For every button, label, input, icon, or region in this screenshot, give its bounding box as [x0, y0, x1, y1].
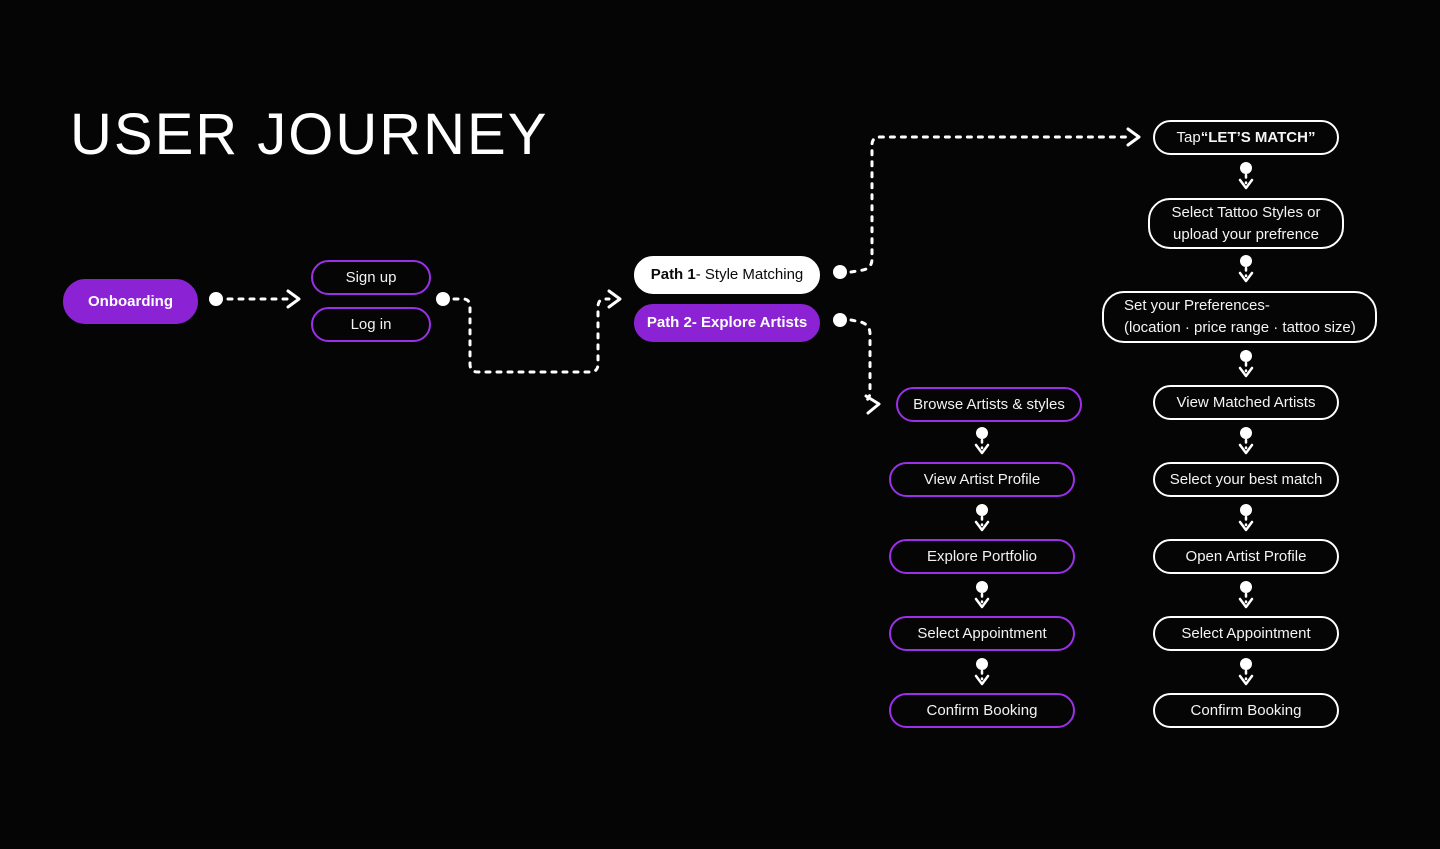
node-select-tattoo-styles-line2: upload your prefrence	[1173, 225, 1319, 243]
node-confirm-booking-p1[interactable]: Confirm Booking	[1153, 693, 1339, 728]
connector-dot-p1-2	[1240, 255, 1252, 267]
connector-dot-p1-7	[1240, 658, 1252, 670]
connector-auth-to-paths	[452, 297, 611, 374]
node-tap-strong: “LET’S MATCH”	[1200, 128, 1316, 146]
connector-dot-path2	[833, 313, 847, 327]
node-log-in-label: Log in	[350, 315, 392, 333]
node-open-artist-profile-label: Open Artist Profile	[1185, 547, 1307, 565]
node-select-tattoo-styles-line1: Select Tattoo Styles or	[1171, 203, 1321, 221]
node-path-2-rest: - Explore Artists	[691, 314, 808, 331]
connector-dot-auth	[436, 292, 450, 306]
node-select-best-match-label: Select your best match	[1169, 470, 1323, 488]
connector-dot-onboarding	[209, 292, 223, 306]
node-sign-up[interactable]: Sign up	[311, 260, 431, 295]
node-confirm-booking-p1-label: Confirm Booking	[1190, 701, 1302, 719]
connector-dot-p1-6	[1240, 581, 1252, 593]
connector-dot-p2-1	[976, 427, 988, 439]
connector-dot-p2-4	[976, 658, 988, 670]
node-path-2-strong: Path 2	[646, 314, 692, 331]
node-set-preferences-line2: (location · price range · tattoo size)	[1124, 319, 1356, 336]
node-tap-lets-match[interactable]: Tap “LET’S MATCH”	[1153, 120, 1339, 155]
node-confirm-booking-p2-label: Confirm Booking	[926, 701, 1038, 719]
arrowhead-auth-to-paths	[607, 289, 622, 309]
node-onboarding-label: Onboarding	[88, 292, 173, 310]
arrowhead-p2-2	[974, 520, 990, 532]
connector-path1-to-step1	[849, 135, 1130, 274]
node-confirm-booking-p2[interactable]: Confirm Booking	[889, 693, 1075, 728]
connector-dot-path1	[833, 265, 847, 279]
node-path-2[interactable]: Path 2 - Explore Artists	[634, 304, 820, 342]
node-set-preferences[interactable]: Set your Preferences- (location · price …	[1102, 291, 1377, 343]
node-browse-artists[interactable]: Browse Artists & styles	[896, 387, 1082, 422]
node-view-artist-profile[interactable]: View Artist Profile	[889, 462, 1075, 497]
connector-dot-p1-5	[1240, 504, 1252, 516]
node-sign-up-label: Sign up	[345, 268, 397, 286]
arrowhead-p1-6	[1238, 597, 1254, 609]
node-select-tattoo-styles[interactable]: Select Tattoo Styles or upload your pref…	[1148, 198, 1344, 249]
arrowhead-p1-2	[1238, 271, 1254, 283]
node-log-in[interactable]: Log in	[311, 307, 431, 342]
node-tap-prefix: Tap	[1176, 128, 1201, 146]
arrowhead-p1-7	[1238, 674, 1254, 686]
node-view-matched-artists-label: View Matched Artists	[1176, 393, 1316, 411]
arrowhead-p1-3	[1238, 366, 1254, 378]
node-select-appointment-p2[interactable]: Select Appointment	[889, 616, 1075, 651]
node-view-artist-profile-label: View Artist Profile	[923, 470, 1041, 488]
arrowhead-p1-1	[1238, 178, 1254, 190]
connector-dot-p1-3	[1240, 350, 1252, 362]
arrowhead-p2-1	[974, 443, 990, 455]
connector-dot-p1-1	[1240, 162, 1252, 174]
arrowhead-onboarding-to-auth	[286, 289, 301, 309]
arrowhead-p2-4	[974, 674, 990, 686]
node-select-appointment-p2-label: Select Appointment	[917, 624, 1047, 642]
node-view-matched-artists[interactable]: View Matched Artists	[1153, 385, 1339, 420]
page-title: USER JOURNEY	[70, 102, 549, 167]
node-select-appointment-p1[interactable]: Select Appointment	[1153, 616, 1339, 651]
node-path-1-rest: - Style Matching	[695, 266, 804, 283]
node-path-1-strong: Path 1	[650, 266, 696, 283]
node-path-1[interactable]: Path 1 - Style Matching	[634, 256, 820, 294]
node-select-best-match[interactable]: Select your best match	[1153, 462, 1339, 497]
node-onboarding[interactable]: Onboarding	[63, 279, 198, 324]
node-browse-artists-label: Browse Artists & styles	[913, 395, 1065, 413]
arrowhead-p1-4	[1238, 443, 1254, 455]
arrowhead-path2-to-browse	[864, 394, 881, 415]
arrowhead-p1-5	[1238, 520, 1254, 532]
connector-dot-p2-3	[976, 581, 988, 593]
node-explore-portfolio-label: Explore Portfolio	[926, 547, 1038, 565]
node-explore-portfolio[interactable]: Explore Portfolio	[889, 539, 1075, 574]
arrowhead-p2-3	[974, 597, 990, 609]
node-open-artist-profile[interactable]: Open Artist Profile	[1153, 539, 1339, 574]
node-select-appointment-p1-label: Select Appointment	[1181, 624, 1311, 642]
node-set-preferences-line1: Set your Preferences-	[1124, 297, 1270, 314]
arrowhead-path1-to-step1	[1126, 127, 1141, 147]
connector-path2-to-browse	[849, 318, 872, 405]
connector-dot-p1-4	[1240, 427, 1252, 439]
connector-dot-p2-2	[976, 504, 988, 516]
